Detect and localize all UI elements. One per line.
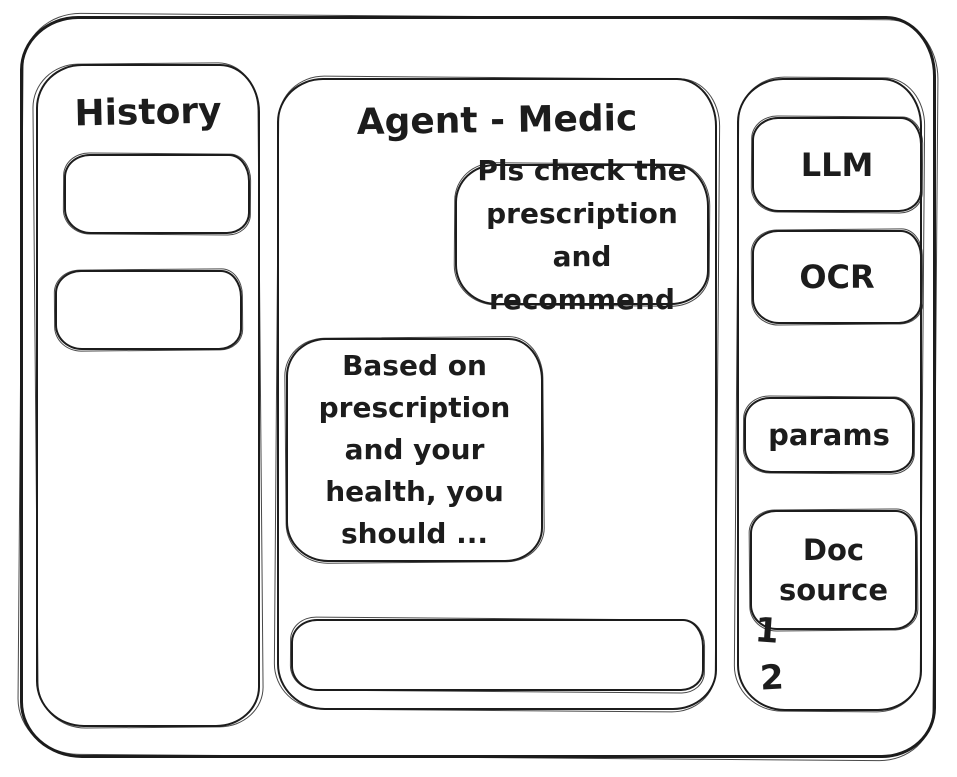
user-message-bubble: Pls check the prescription and recommend	[455, 154, 709, 316]
params-button[interactable]: params	[744, 397, 914, 473]
app-window-frame	[20, 16, 936, 758]
doc-source-button[interactable]: Doc source	[750, 510, 917, 630]
history-item[interactable]	[64, 154, 250, 234]
chat-input-container	[291, 619, 704, 691]
llm-button[interactable]: LLM	[752, 117, 922, 212]
doc-source-item-number: 1	[753, 610, 781, 652]
chat-title: Agent - Medic	[356, 98, 638, 143]
history-item[interactable]	[55, 270, 242, 350]
doc-source-item-number: 2	[758, 657, 785, 699]
history-title: History	[74, 90, 222, 135]
assistant-message-bubble: Based on prescription and your health, y…	[286, 338, 543, 562]
chat-input[interactable]	[293, 621, 702, 689]
chat-panel: Agent - Medic Pls check the prescription…	[277, 78, 717, 710]
ocr-button[interactable]: OCR	[752, 230, 922, 324]
tools-panel: LLM OCR params Doc source 1 2	[737, 78, 922, 711]
history-panel: History	[36, 64, 260, 727]
